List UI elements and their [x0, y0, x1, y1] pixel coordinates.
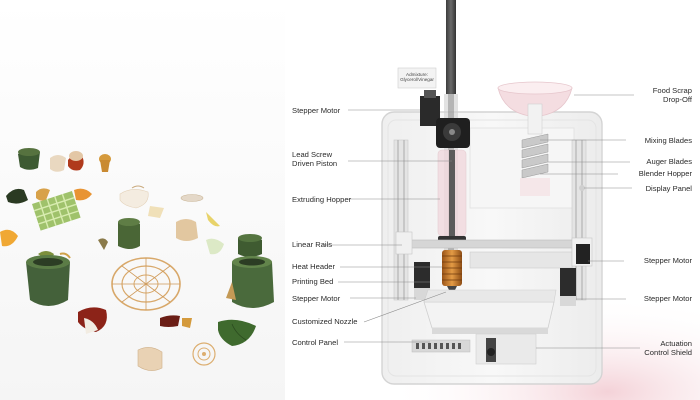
label-actuation-line1: Actuation — [660, 339, 692, 348]
label-extruding-hopper: Extruding Hopper — [292, 195, 352, 204]
label-control-panel: Control Panel — [292, 338, 339, 347]
admixture-tag-line1: Admixture: — [406, 72, 428, 77]
label-lead-screw-line2: Driven Piston — [292, 159, 338, 169]
label-heat-header: Heat Header — [292, 262, 336, 271]
leader-lines — [322, 94, 640, 349]
label-lead-screw: Lead Screw Driven Piston — [292, 150, 337, 168]
printer — [381, 0, 603, 385]
label-food-scrap-line1: Food Scrap — [652, 86, 692, 95]
label-customized-nozzle: Customized Nozzle — [292, 317, 358, 326]
admixture-tag: Admixture: Glycerol/Vinegar — [398, 72, 436, 83]
label-auger-blades: Auger Blades — [646, 157, 692, 166]
label-mixing-blades: Mixing Blades — [644, 136, 692, 145]
label-display-panel: Display Panel — [645, 184, 692, 193]
label-food-scrap: Food Scrap Drop-Off — [653, 86, 692, 104]
label-blender-hopper: Blender Hopper — [638, 169, 692, 178]
label-stepper-motor-top: Stepper Motor — [292, 106, 341, 115]
label-lead-screw-line1: Lead Screw — [292, 150, 333, 159]
label-actuation-line2: Control Shield — [644, 348, 692, 358]
label-stepper-motor-right-top: Stepper Motor — [643, 256, 692, 265]
small-lace — [192, 342, 216, 366]
label-linear-rails: Linear Rails — [292, 240, 333, 249]
label-food-scrap-line2: Drop-Off — [663, 95, 692, 105]
lace-disc — [111, 257, 181, 311]
printed-objects — [0, 148, 274, 371]
label-printing-bed: Printing Bed — [292, 277, 334, 286]
label-stepper-motor-right-bottom: Stepper Motor — [643, 294, 692, 303]
label-actuation-control: Actuation Control Shield — [644, 339, 692, 357]
admixture-tag-line2: Glycerol/Vinegar — [400, 77, 434, 83]
label-stepper-motor-bottom: Stepper Motor — [292, 294, 341, 303]
